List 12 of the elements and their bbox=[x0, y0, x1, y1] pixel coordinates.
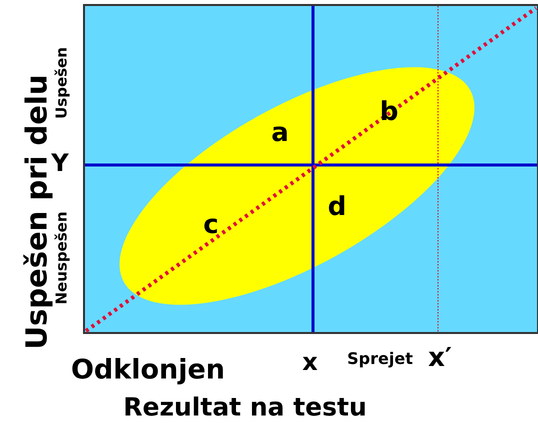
axis-title: Uspešen pri delu bbox=[22, 74, 52, 350]
quadrant-label: a bbox=[271, 120, 289, 146]
axis-label: Uspešen bbox=[54, 47, 70, 119]
axis-label: Y bbox=[51, 151, 69, 175]
axis-label: x bbox=[302, 350, 318, 374]
axis-label: Sprejet bbox=[347, 351, 413, 367]
quadrant-label: d bbox=[328, 194, 346, 220]
axis-title: Rezultat na testu bbox=[123, 394, 367, 420]
axis-label: x′ bbox=[428, 345, 452, 371]
quadrant-label: c bbox=[203, 212, 219, 238]
axis-label: Neuspešen bbox=[54, 211, 70, 305]
axis-label: Odklonjen bbox=[70, 356, 226, 384]
